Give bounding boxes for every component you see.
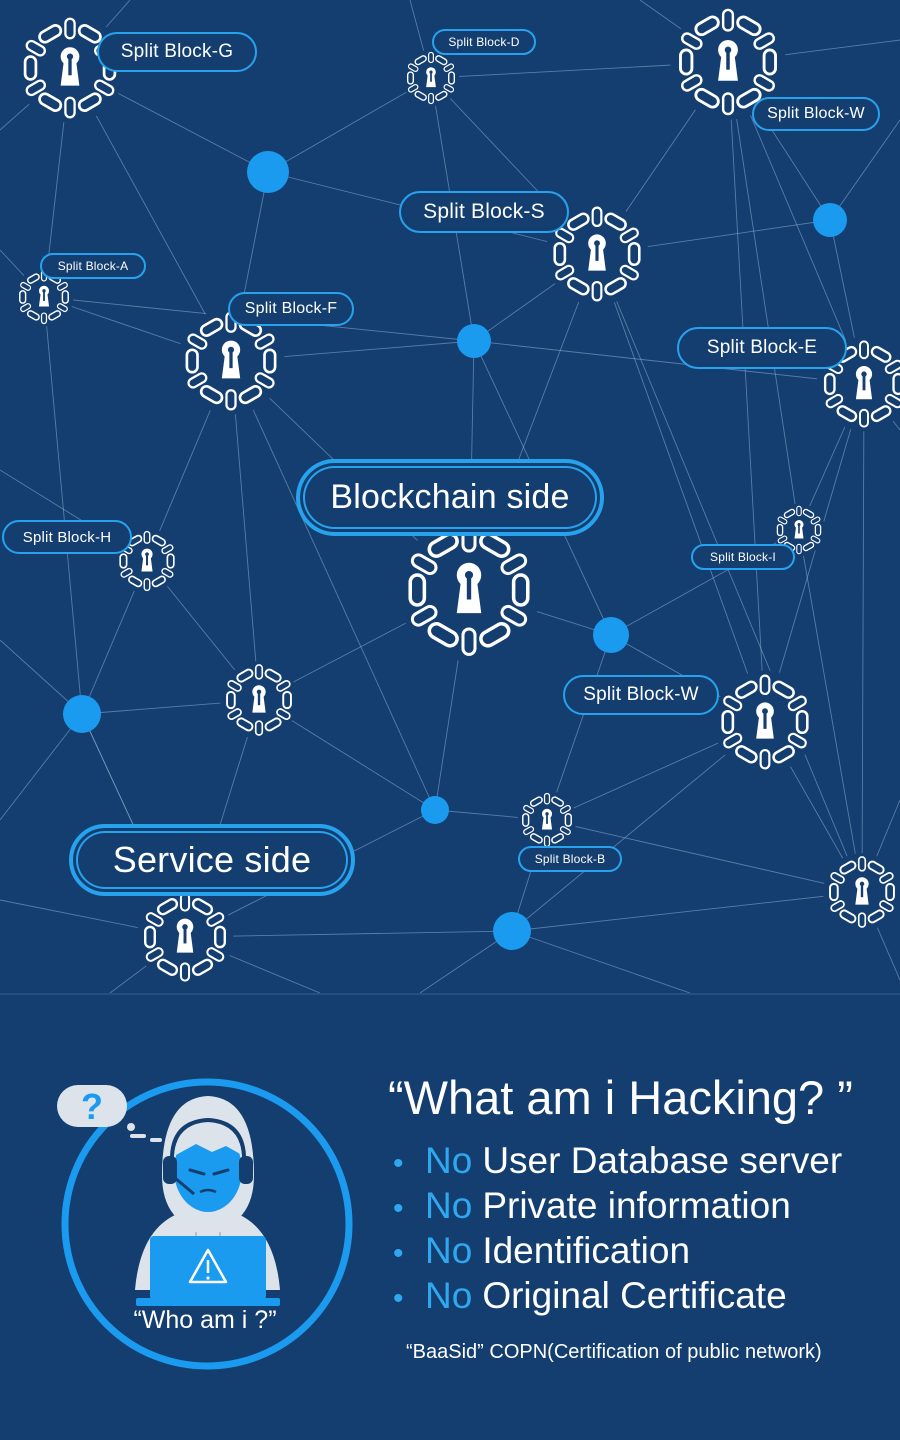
- footer-note: “BaaSid” COPN(Certification of public ne…: [406, 1341, 822, 1363]
- network-node: [63, 695, 101, 733]
- bullet-item: • No Identification: [393, 1230, 690, 1272]
- chain-lock-icon: [402, 49, 460, 107]
- chain-lock-icon: [670, 4, 786, 120]
- label-blockchain-side: Blockchain side: [296, 459, 604, 536]
- bullet-item: • No Original Certificate: [393, 1275, 787, 1317]
- hacking-title: “What am i Hacking? ”: [388, 1071, 853, 1124]
- label-service-side: Service side: [69, 824, 355, 896]
- section-divider: [0, 993, 900, 995]
- network-link: [546, 634, 612, 821]
- network-link: [230, 360, 436, 811]
- network-link: [727, 61, 766, 723]
- chain-lock-icon: [177, 307, 285, 415]
- network-node: [421, 796, 449, 824]
- network-link: [511, 891, 863, 932]
- question-mark-icon: ?: [57, 1085, 162, 1142]
- network-link: [511, 930, 691, 993]
- network-node: [813, 203, 847, 237]
- chain-lock-icon: [136, 888, 234, 986]
- label-split-block-d: Split Block-D: [432, 29, 536, 55]
- label-split-block-f: Split Block-F: [228, 292, 354, 326]
- network-link: [861, 383, 865, 893]
- bullet-dot: •: [393, 1147, 404, 1180]
- chain-lock-icon: [220, 661, 298, 739]
- hacker-icon: ?: [57, 1078, 353, 1370]
- bullet-text: User Database server: [482, 1140, 843, 1181]
- svg-text:?: ?: [81, 1086, 103, 1127]
- network-link: [69, 67, 232, 362]
- network-link: [0, 713, 83, 821]
- network-nodes: [63, 151, 847, 950]
- network-link: [798, 529, 863, 893]
- network-link: [43, 296, 83, 715]
- network-link: [546, 819, 863, 893]
- network-link: [184, 930, 513, 938]
- network-link: [727, 61, 800, 531]
- blockchain-network-diagram: [0, 0, 900, 993]
- chain-lock-icon: [14, 267, 74, 327]
- network-node: [247, 151, 289, 193]
- chain-lock-icon: [545, 202, 649, 306]
- chain-lock-icon: [713, 670, 817, 774]
- chain-lock-icon: [517, 790, 577, 850]
- network-link: [727, 61, 865, 385]
- who-am-i-caption: “Who am i ?”: [133, 1306, 277, 1334]
- chain-lock-icon: [15, 13, 125, 123]
- hacker-illustration: ?: [0, 1060, 380, 1390]
- label-split-block-w-top: Split Block-W: [752, 97, 880, 131]
- network-node: [493, 912, 531, 950]
- bullet-no: No: [425, 1230, 473, 1271]
- label-split-block-h: Split Block-H: [2, 520, 132, 554]
- chain-lock-icon: [114, 528, 180, 594]
- network-node: [593, 617, 629, 653]
- label-split-block-b: Split Block-B: [518, 846, 622, 872]
- bullet-dot: •: [393, 1282, 404, 1315]
- network-link: [267, 77, 432, 173]
- network-link: [230, 360, 260, 701]
- bullet-dot: •: [393, 1237, 404, 1270]
- network-link: [596, 253, 863, 893]
- bullet-text: Identification: [482, 1230, 691, 1271]
- chain-lock-icon: [397, 518, 541, 662]
- bullet-item: • No User Database server: [393, 1140, 842, 1182]
- chain-lock-icon: [772, 503, 826, 557]
- bullet-item: • No Private information: [393, 1185, 791, 1227]
- chain-lock-icon: [823, 853, 900, 931]
- bullet-text: Private information: [482, 1185, 791, 1226]
- network-link: [511, 721, 766, 932]
- bullet-no: No: [425, 1185, 473, 1226]
- label-split-block-a: Split Block-A: [40, 253, 146, 279]
- label-split-block-s: Split Block-S: [399, 191, 569, 233]
- label-split-block-w-mid: Split Block-W: [563, 675, 719, 715]
- network-link: [596, 253, 766, 723]
- label-split-block-e: Split Block-E: [677, 327, 847, 369]
- network-link: [829, 119, 900, 221]
- label-split-block-g: Split Block-G: [97, 32, 257, 72]
- warning-icon: [188, 1248, 228, 1284]
- chain-locks: [14, 4, 900, 986]
- network-link: [764, 383, 865, 723]
- bullet-no: No: [425, 1275, 473, 1316]
- network-node: [457, 324, 491, 358]
- bullet-no: No: [425, 1140, 473, 1181]
- bullet-dot: •: [393, 1192, 404, 1225]
- label-split-block-i: Split Block-I: [691, 544, 795, 570]
- bullet-text: Original Certificate: [482, 1275, 787, 1316]
- network-link: [473, 340, 865, 385]
